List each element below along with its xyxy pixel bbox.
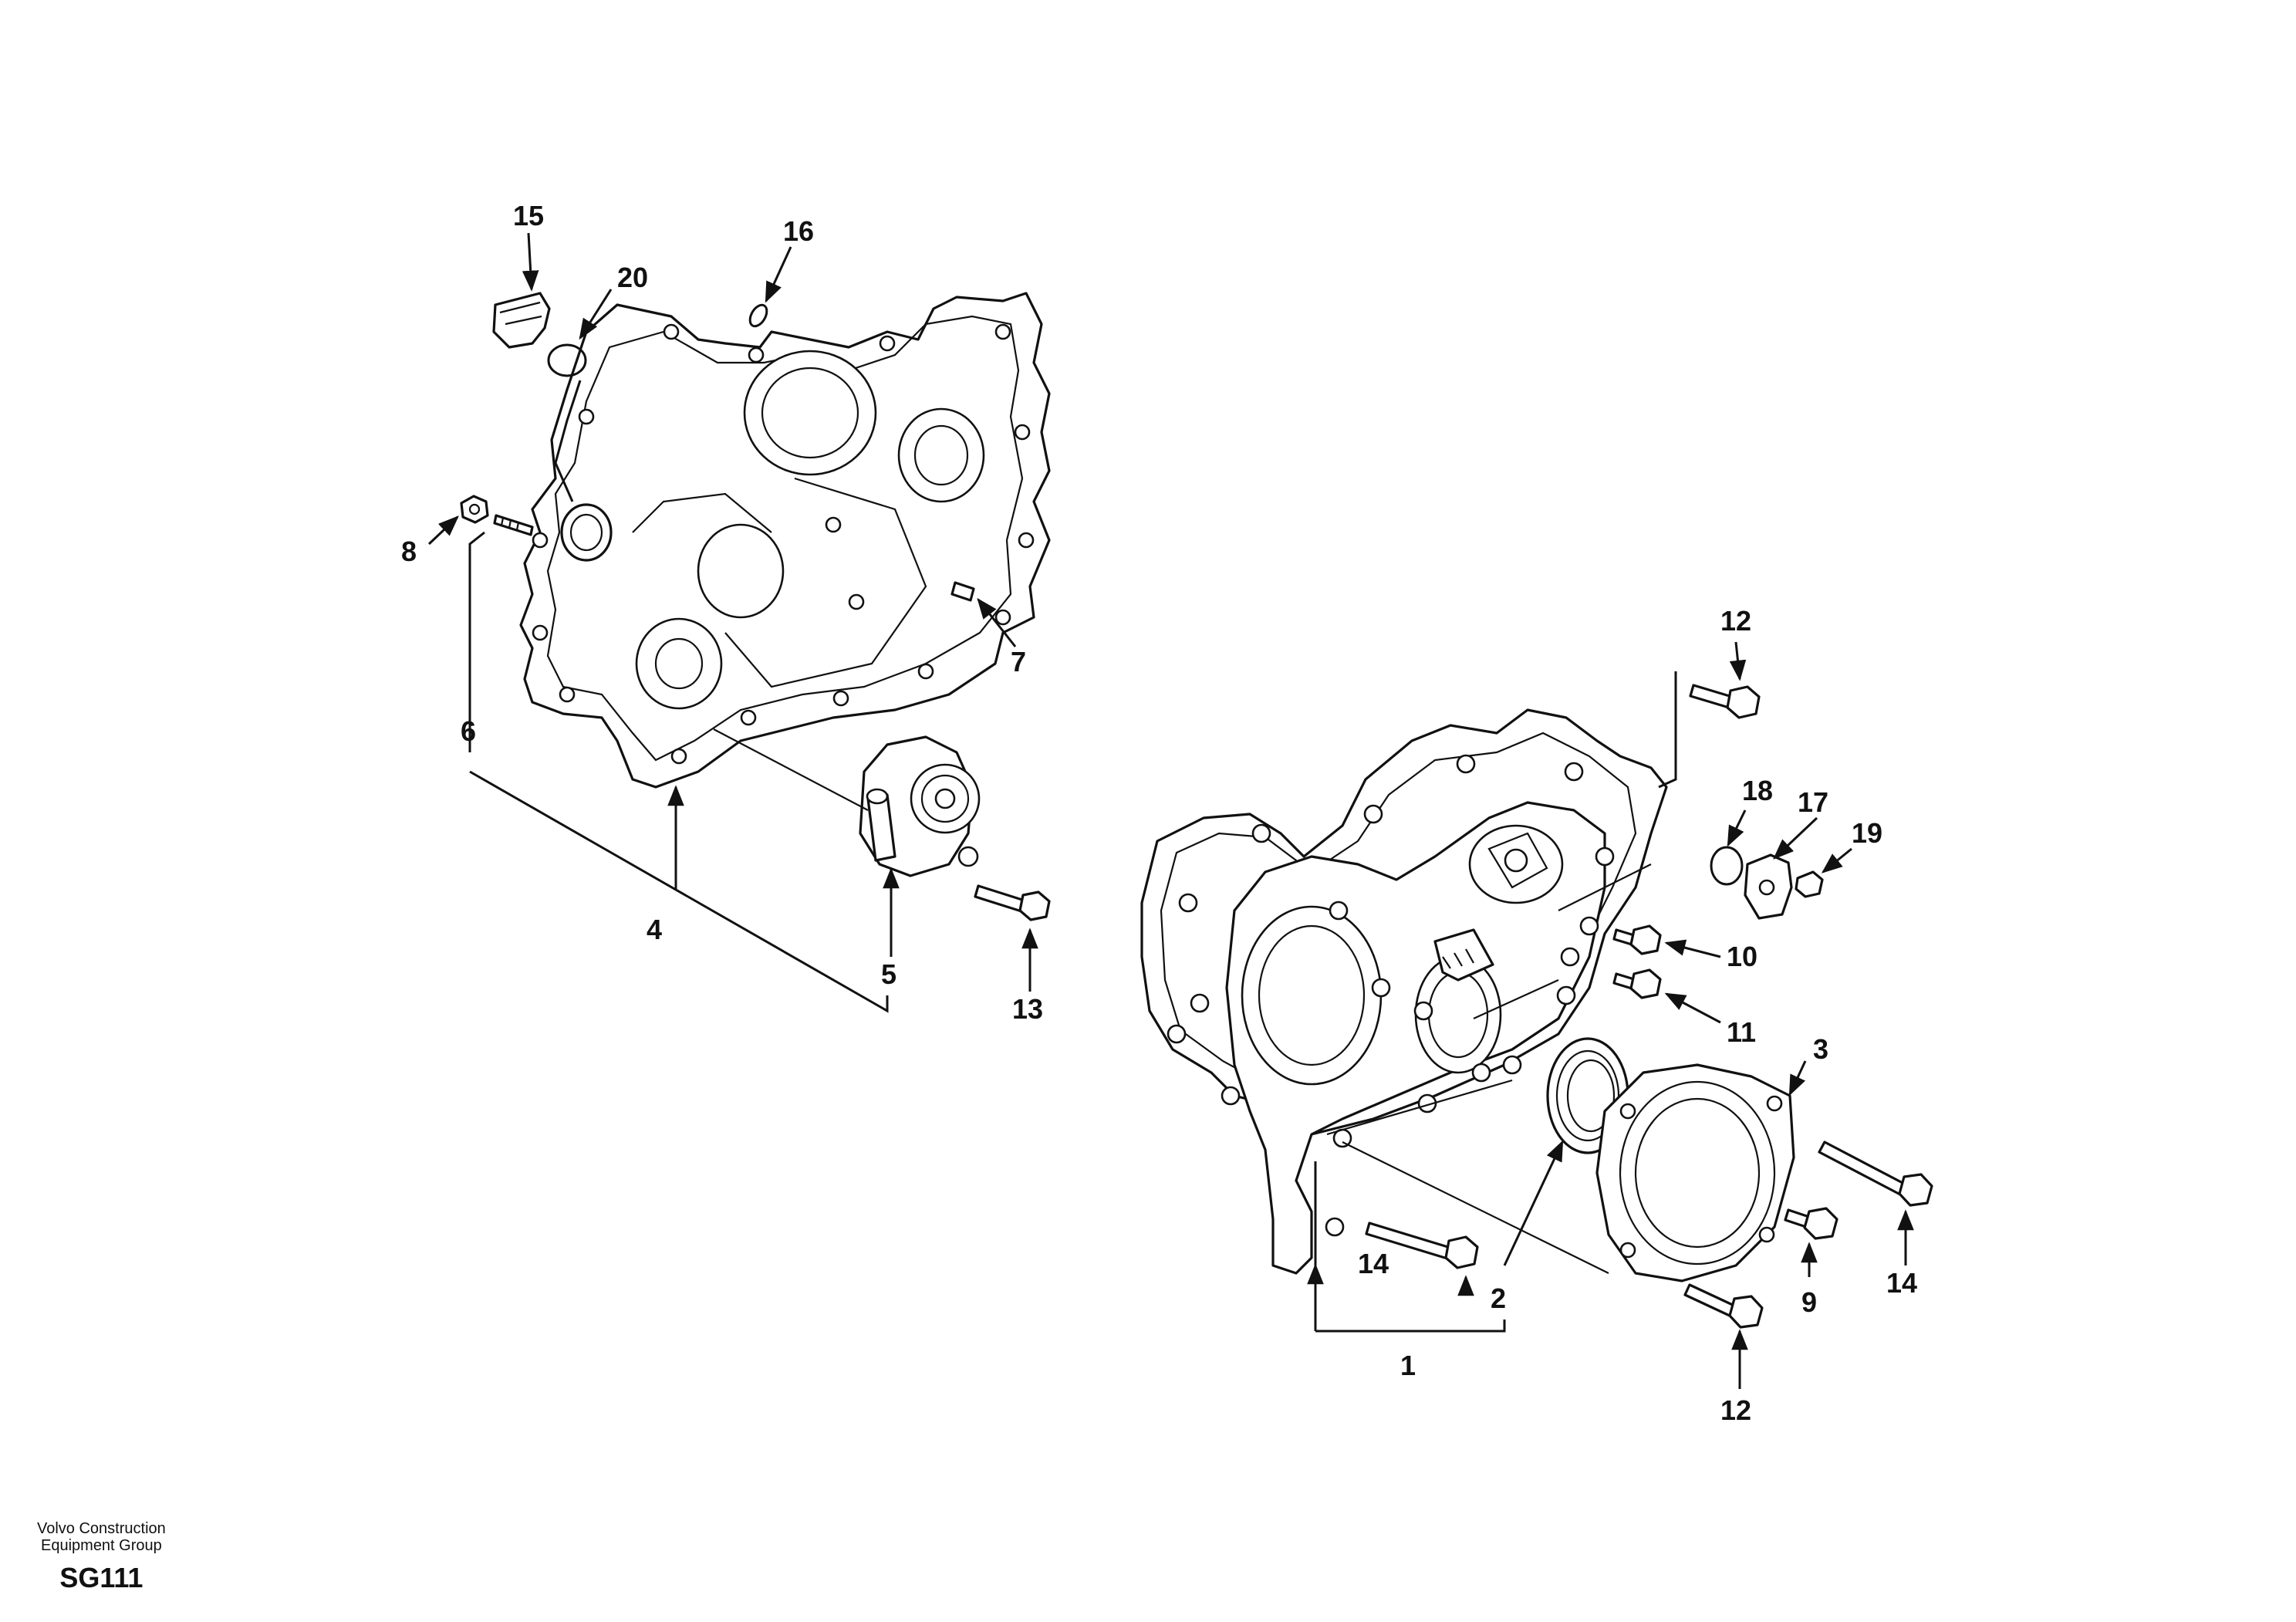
bolt-14-left bbox=[1365, 1222, 1479, 1269]
bolt-12-bottom bbox=[1683, 1283, 1764, 1329]
callout-18: 18 bbox=[1742, 775, 1773, 806]
callout-13: 13 bbox=[1012, 993, 1043, 1025]
gear-case-assembly bbox=[519, 292, 1051, 789]
left-leaders bbox=[427, 232, 1038, 1013]
bore-center bbox=[697, 523, 785, 619]
callout-20: 20 bbox=[617, 262, 648, 293]
seal-bore-large-inner bbox=[1258, 924, 1366, 1066]
seal-bore-large bbox=[1241, 905, 1383, 1086]
footer-company-line2: Equipment Group bbox=[41, 1537, 162, 1554]
stud-bolt bbox=[493, 514, 534, 536]
hex-nut bbox=[460, 495, 489, 524]
gear-case-web bbox=[724, 477, 927, 688]
footer-company-line1: Volvo Construction bbox=[37, 1520, 166, 1537]
bore-upper-left-inner bbox=[761, 367, 859, 459]
bolt-14-right bbox=[1818, 1140, 1933, 1207]
right-leaders bbox=[1307, 641, 1914, 1389]
callout-16: 16 bbox=[783, 215, 814, 247]
callout-3: 3 bbox=[1813, 1033, 1828, 1065]
gear-case-rib bbox=[632, 492, 772, 533]
timing-cover-bolt-holes bbox=[1167, 754, 1615, 1237]
callout-2: 2 bbox=[1491, 1282, 1506, 1314]
bore-upper-right-inner bbox=[913, 424, 969, 486]
end-cover bbox=[1595, 1063, 1795, 1282]
bore-lower-left-inner bbox=[654, 637, 704, 690]
callout-12-bottom: 12 bbox=[1720, 1394, 1751, 1426]
bolt-12-top bbox=[1689, 684, 1761, 719]
o-ring-cover bbox=[1710, 846, 1744, 886]
callout-15: 15 bbox=[513, 200, 544, 231]
oil-filler-port bbox=[560, 503, 613, 562]
oil-filler-cap bbox=[492, 292, 551, 349]
o-ring-cap bbox=[547, 343, 587, 377]
oil-filler-port-inner bbox=[569, 513, 603, 552]
o-ring-small bbox=[748, 303, 768, 328]
bore-lower-left bbox=[635, 617, 723, 710]
callout-11: 11 bbox=[1727, 1016, 1756, 1048]
callout-7: 7 bbox=[1011, 646, 1026, 678]
callout-19: 19 bbox=[1852, 817, 1882, 849]
callout-5: 5 bbox=[881, 958, 896, 990]
bolt-10 bbox=[1612, 924, 1662, 955]
callout-9: 9 bbox=[1801, 1286, 1817, 1318]
callout-8: 8 bbox=[401, 536, 417, 567]
small-screw bbox=[1795, 870, 1824, 898]
oil-pump bbox=[859, 735, 981, 877]
cover-plate-small bbox=[1744, 853, 1793, 920]
bolt-9 bbox=[1784, 1207, 1838, 1240]
timing-cover-assembly bbox=[1140, 708, 1668, 1275]
bolt-11 bbox=[1612, 968, 1662, 999]
callout-17: 17 bbox=[1798, 786, 1828, 818]
drive-flange-square bbox=[1487, 832, 1548, 889]
gear-case-bolt-holes bbox=[532, 323, 1035, 765]
footer-sheet-code: SG111 bbox=[59, 1562, 144, 1593]
callout-labels: 15 20 16 8 7 6 4 5 13 12 18 17 19 10 11 … bbox=[401, 200, 1917, 1426]
callout-14-right: 14 bbox=[1886, 1267, 1917, 1299]
callout-6: 6 bbox=[461, 715, 476, 747]
callout-14-left: 14 bbox=[1358, 1248, 1389, 1279]
callout-1: 1 bbox=[1400, 1350, 1416, 1381]
dowel-pin bbox=[950, 581, 975, 602]
footer-block: Volvo Construction Equipment Group SG111 bbox=[37, 1520, 166, 1594]
callout-10: 10 bbox=[1727, 941, 1757, 972]
bore-upper-left bbox=[743, 350, 877, 476]
callout-4: 4 bbox=[647, 914, 662, 945]
bore-upper-right bbox=[897, 407, 985, 503]
callout-12-top: 12 bbox=[1720, 605, 1751, 637]
pump-bolt bbox=[974, 884, 1051, 921]
